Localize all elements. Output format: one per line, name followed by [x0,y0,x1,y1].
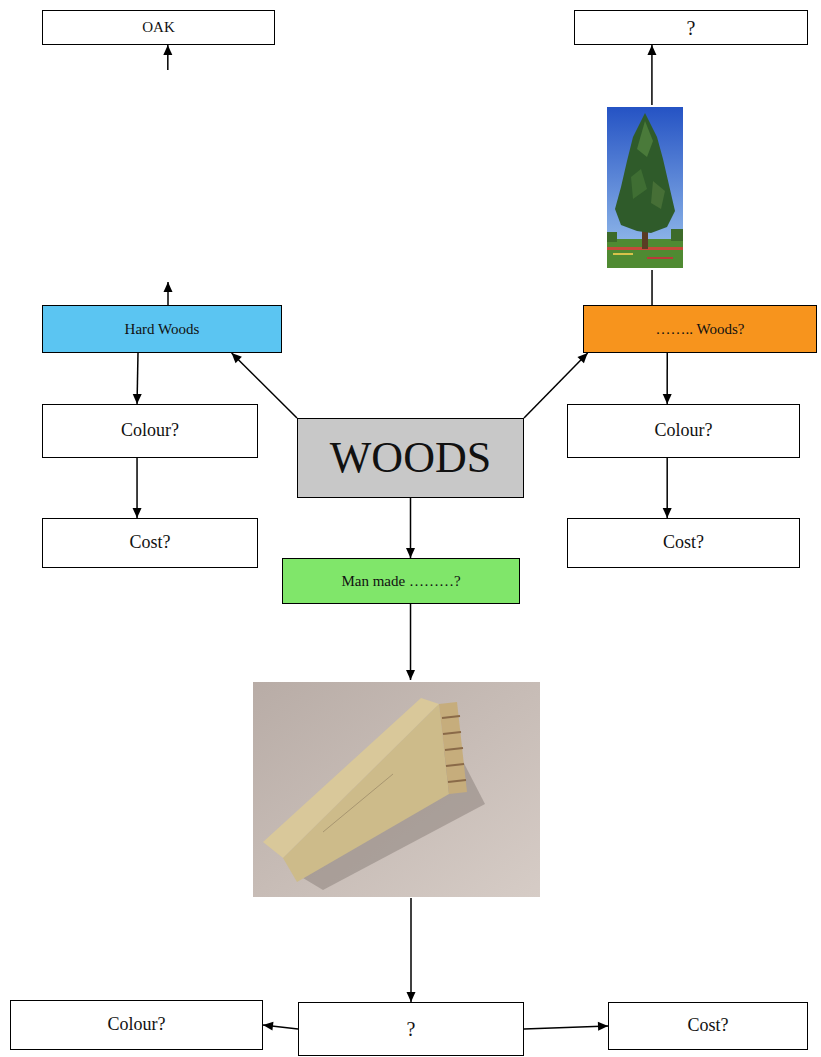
box-label: Colour? [108,1015,166,1035]
category-box: …….. Woods? [583,305,817,353]
category-box: Man made ………? [282,558,520,604]
arrow-connector [663,353,672,404]
property-box: Colour? [42,404,258,458]
box-label: Hard Woods [125,321,200,338]
property-box: Cost? [567,518,800,568]
box-label: Cost? [687,1016,728,1036]
property-box: Colour? [10,1000,263,1050]
plywood-photo [253,682,540,897]
main-topic-box: WOODS [297,418,524,498]
answer-box: OAK [42,10,275,45]
box-label: …….. Woods? [656,321,745,338]
box-label: ? [407,1018,416,1040]
box-label: Colour? [121,421,179,441]
box-label: Cost? [129,533,170,553]
arrow-connector [263,1022,298,1031]
box-label: ? [687,17,696,39]
arrow-connector [163,45,172,305]
arrow-connector [406,498,415,558]
property-box: Cost? [42,518,258,568]
category-box: Hard Woods [42,305,282,353]
box-label: Colour? [655,421,713,441]
answer-box: ? [574,10,808,45]
pine-tree-photo [607,107,683,268]
box-label: OAK [142,19,175,36]
arrow-connector [133,353,142,404]
property-box: Cost? [608,1002,808,1050]
property-box: Colour? [567,404,800,458]
box-label: WOODS [330,434,491,482]
box-label: Cost? [663,533,704,553]
arrow-connector [663,458,672,518]
answer-box: ? [298,1002,524,1056]
arrow-connector [133,458,142,518]
arrow-connector [524,1022,608,1031]
box-label: Man made ………? [341,573,460,590]
